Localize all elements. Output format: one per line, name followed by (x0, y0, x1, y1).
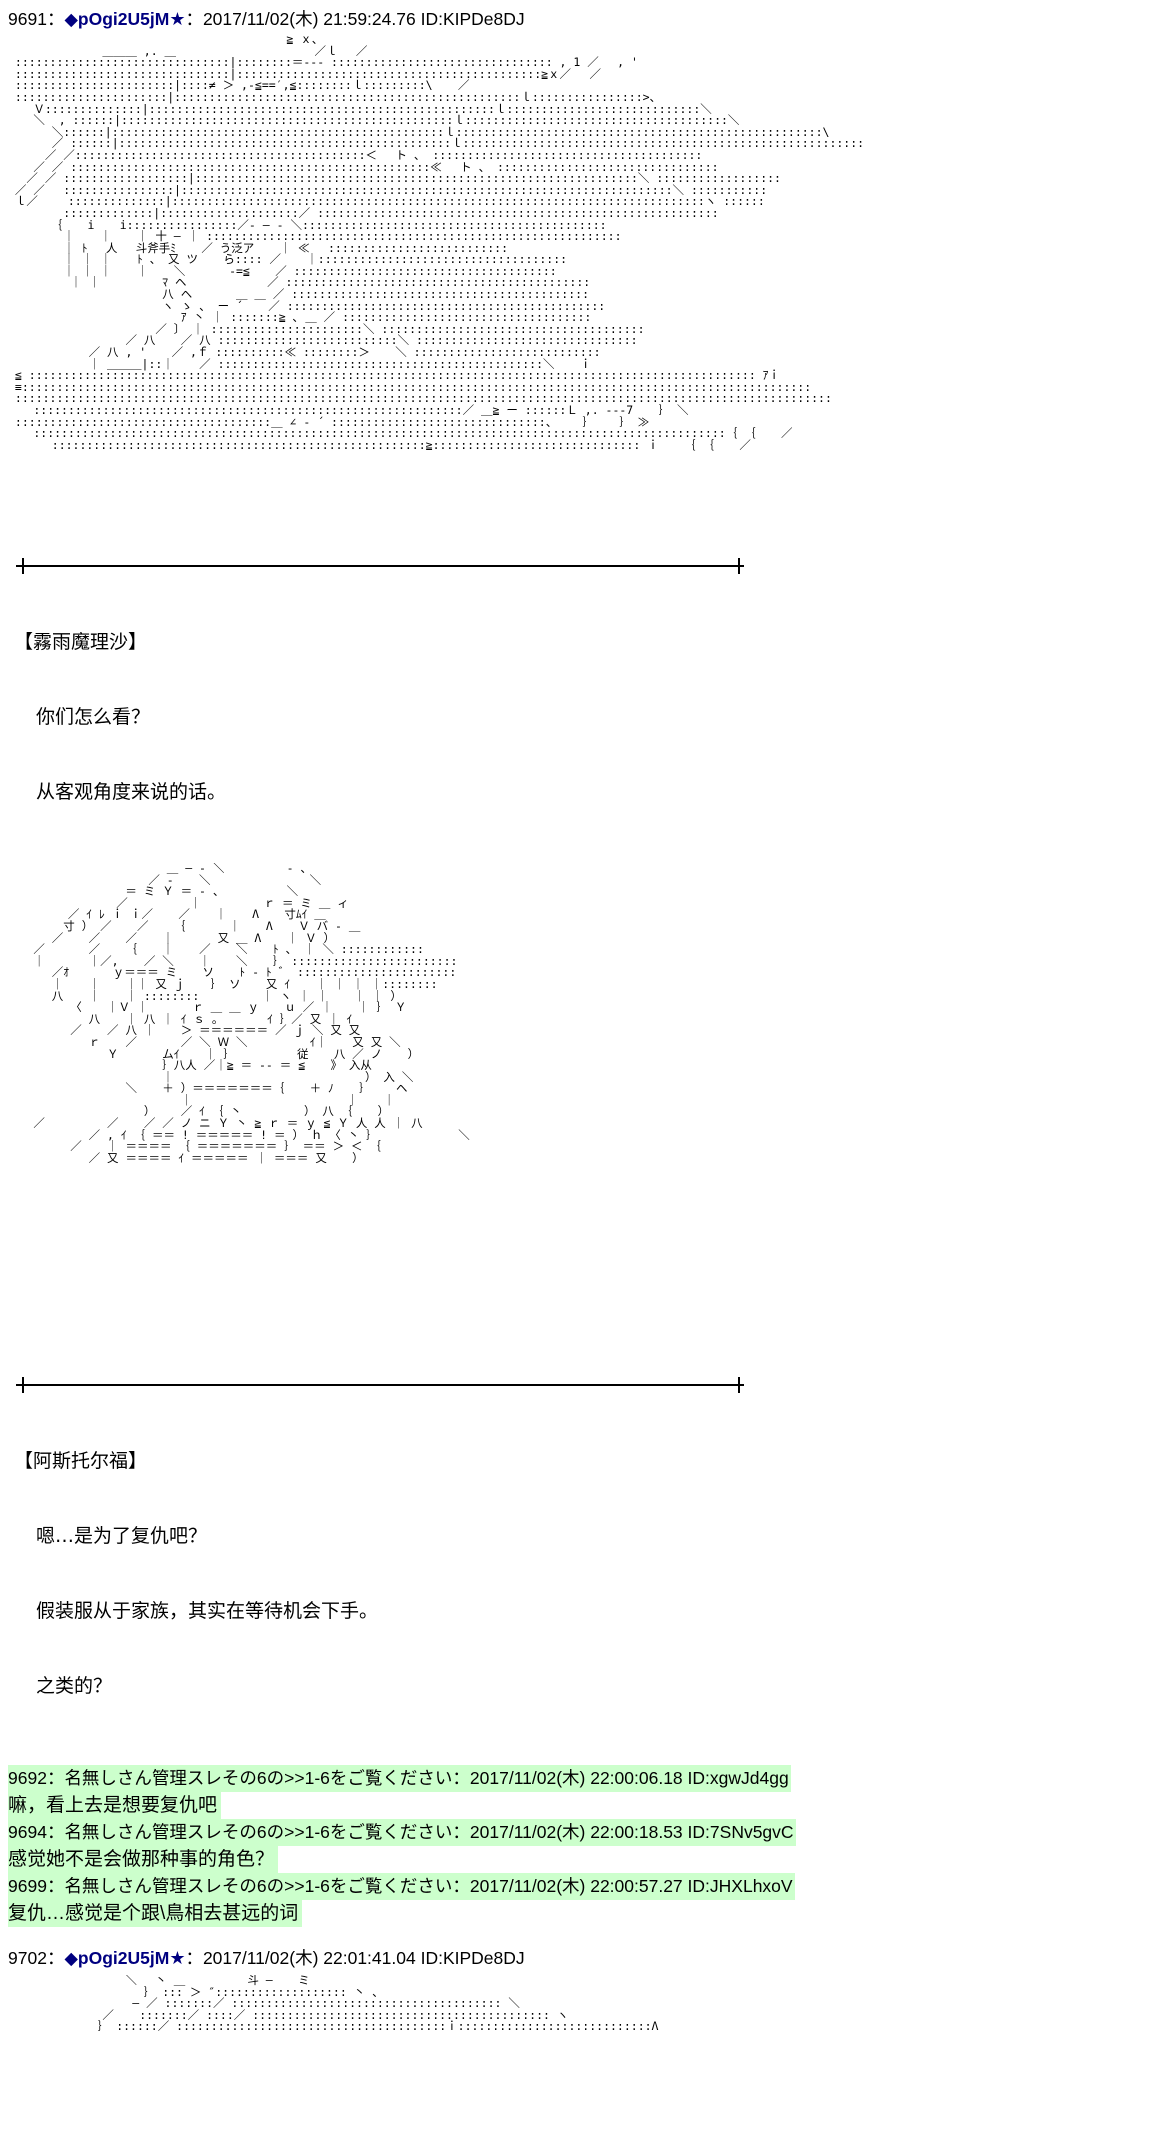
reply-author: 名無しさん管理スレその6の>>1-6をご覧ください (64, 1876, 453, 1896)
reply-number: 9692 (8, 1768, 47, 1788)
reply-body: 嘛，看上去是想要复仇吧 (8, 1792, 222, 1819)
reply-number: 9694 (8, 1822, 47, 1842)
reply-user-id: ID:JHXLhxoV (687, 1876, 793, 1896)
ascii-art-top: ≧ ｘ、 ＿＿＿ ,. ＿ ／ｌ ／ :::::::::::::::::::::… (14, 34, 865, 452)
dialogue-line: 嗯…是为了复仇吧？ (36, 1525, 208, 1547)
post-tripcode[interactable]: pOgi2U5jM (77, 9, 170, 29)
reply-colon-2: ： (452, 1876, 470, 1896)
reply-colon-1: ： (46, 1768, 65, 1788)
post-datetime: 2017/11/02(木) 22:01:41.04 (202, 1948, 416, 1968)
post-number: 9691 (8, 9, 47, 29)
diamond-icon: ◆ (64, 9, 78, 29)
reply-colon-1: ： (46, 1822, 65, 1842)
dialogue-block-astolfo: 【阿斯托尔福】 嗯…是为了复仇吧？ 假装服从于家族，其实在等待机会下手。 之类的… (8, 1399, 1170, 1749)
reply-colon-1: ： (46, 1876, 65, 1896)
dialogue-speaker: 【阿斯托尔福】 (14, 1450, 148, 1472)
reply-header: 9699：名無しさん管理スレその6の>>1-6をご覧ください：2017/11/0… (8, 1873, 795, 1900)
reply-user-id: ID:xgwJd4gg (687, 1768, 789, 1788)
ascii-art-bottom: ＼ ｀丶 ＿ 斗 ― ミ ｝ ::: ＞ ″::::::::::::::::::… (97, 1975, 659, 2034)
reply-colon-2: ： (452, 1768, 470, 1788)
spacer (8, 1757, 1170, 1765)
post-colon-1: ： (46, 9, 65, 29)
reply-author: 名無しさん管理スレその6の>>1-6をご覧ください (64, 1768, 453, 1788)
post-colon-1: ： (46, 1948, 65, 1968)
divider-1 (8, 556, 1170, 576)
post-datetime: 2017/11/02(木) 21:59:24.76 (202, 9, 416, 29)
divider-bar (16, 565, 744, 567)
divider-bar (16, 1384, 744, 1386)
reply-post-9694: 9694：名無しさん管理スレその6の>>1-6をご覧ください：2017/11/0… (8, 1819, 1170, 1873)
reply-body: 复仇…感觉是个跟\鳥相去甚远的词 (8, 1900, 303, 1927)
divider-2 (8, 1375, 1170, 1395)
dialogue-line: 从客观角度来说的话。 (36, 781, 227, 803)
reply-number: 9699 (8, 1876, 47, 1896)
post-header-9702: 9702：◆pOgi2U5jM★：2017/11/02(木) 22:01:41.… (8, 1945, 1170, 1971)
post-user-id: ID:KIPDe8DJ (420, 1948, 525, 1968)
divider-tick-right (738, 1377, 740, 1393)
star-icon: ★ (169, 1948, 186, 1968)
dialogue-line: 假装服从于家族，其实在等待机会下手。 (36, 1600, 379, 1622)
reply-post-9699: 9699：名無しさん管理スレその6の>>1-6をご覧ください：2017/11/0… (8, 1873, 1170, 1927)
reply-header: 9692：名無しさん管理スレその6の>>1-6をご覧ください：2017/11/0… (8, 1765, 791, 1792)
reply-colon-2: ： (452, 1822, 470, 1842)
post-number: 9702 (8, 1948, 47, 1968)
post-colon-2: ： (185, 9, 203, 29)
dialogue-line: 之类的？ (36, 1675, 113, 1697)
post-user-id: ID:KIPDe8DJ (420, 9, 525, 29)
reply-datetime: 2017/11/02(木) 22:00:06.18 (469, 1768, 683, 1788)
post-header-9691: 9691：◆pOgi2U5jM★：2017/11/02(木) 21:59:24.… (8, 6, 1170, 32)
ascii-art-middle: ＿ ― ‐ ＼ ‐ 、 ／ ‐ ＼ ＼ ＝ ミ Ｙ ＝ - 、 ＼ ／ ｜ ｒ … (33, 863, 470, 1165)
reply-header: 9694：名無しさん管理スレその6の>>1-6をご覧ください：2017/11/0… (8, 1819, 796, 1846)
reply-author: 名無しさん管理スレその6の>>1-6をご覧ください (64, 1822, 453, 1842)
reply-user-id: ID:7SNv5gvC (687, 1822, 794, 1842)
star-icon: ★ (169, 9, 186, 29)
dialogue-speaker: 【霧雨魔理沙】 (14, 631, 148, 653)
post-colon-2: ： (185, 1948, 203, 1968)
reply-post-9692: 9692：名無しさん管理スレその6の>>1-6をご覧ください：2017/11/0… (8, 1765, 1170, 1819)
reply-datetime: 2017/11/02(木) 22:00:57.27 (469, 1876, 683, 1896)
post-tripcode[interactable]: pOgi2U5jM (77, 1948, 170, 1968)
divider-tick-right (738, 558, 740, 574)
reply-body: 感觉她不是会做那种事的角色？ (8, 1846, 279, 1873)
diamond-icon: ◆ (64, 1948, 78, 1968)
dialogue-line: 你们怎么看？ (36, 706, 151, 728)
reply-datetime: 2017/11/02(木) 22:00:18.53 (469, 1822, 683, 1842)
dialogue-block-marisa: 【霧雨魔理沙】 你们怎么看？ 从客观角度来说的话。 (8, 580, 1170, 855)
spacer (8, 1927, 1170, 1945)
